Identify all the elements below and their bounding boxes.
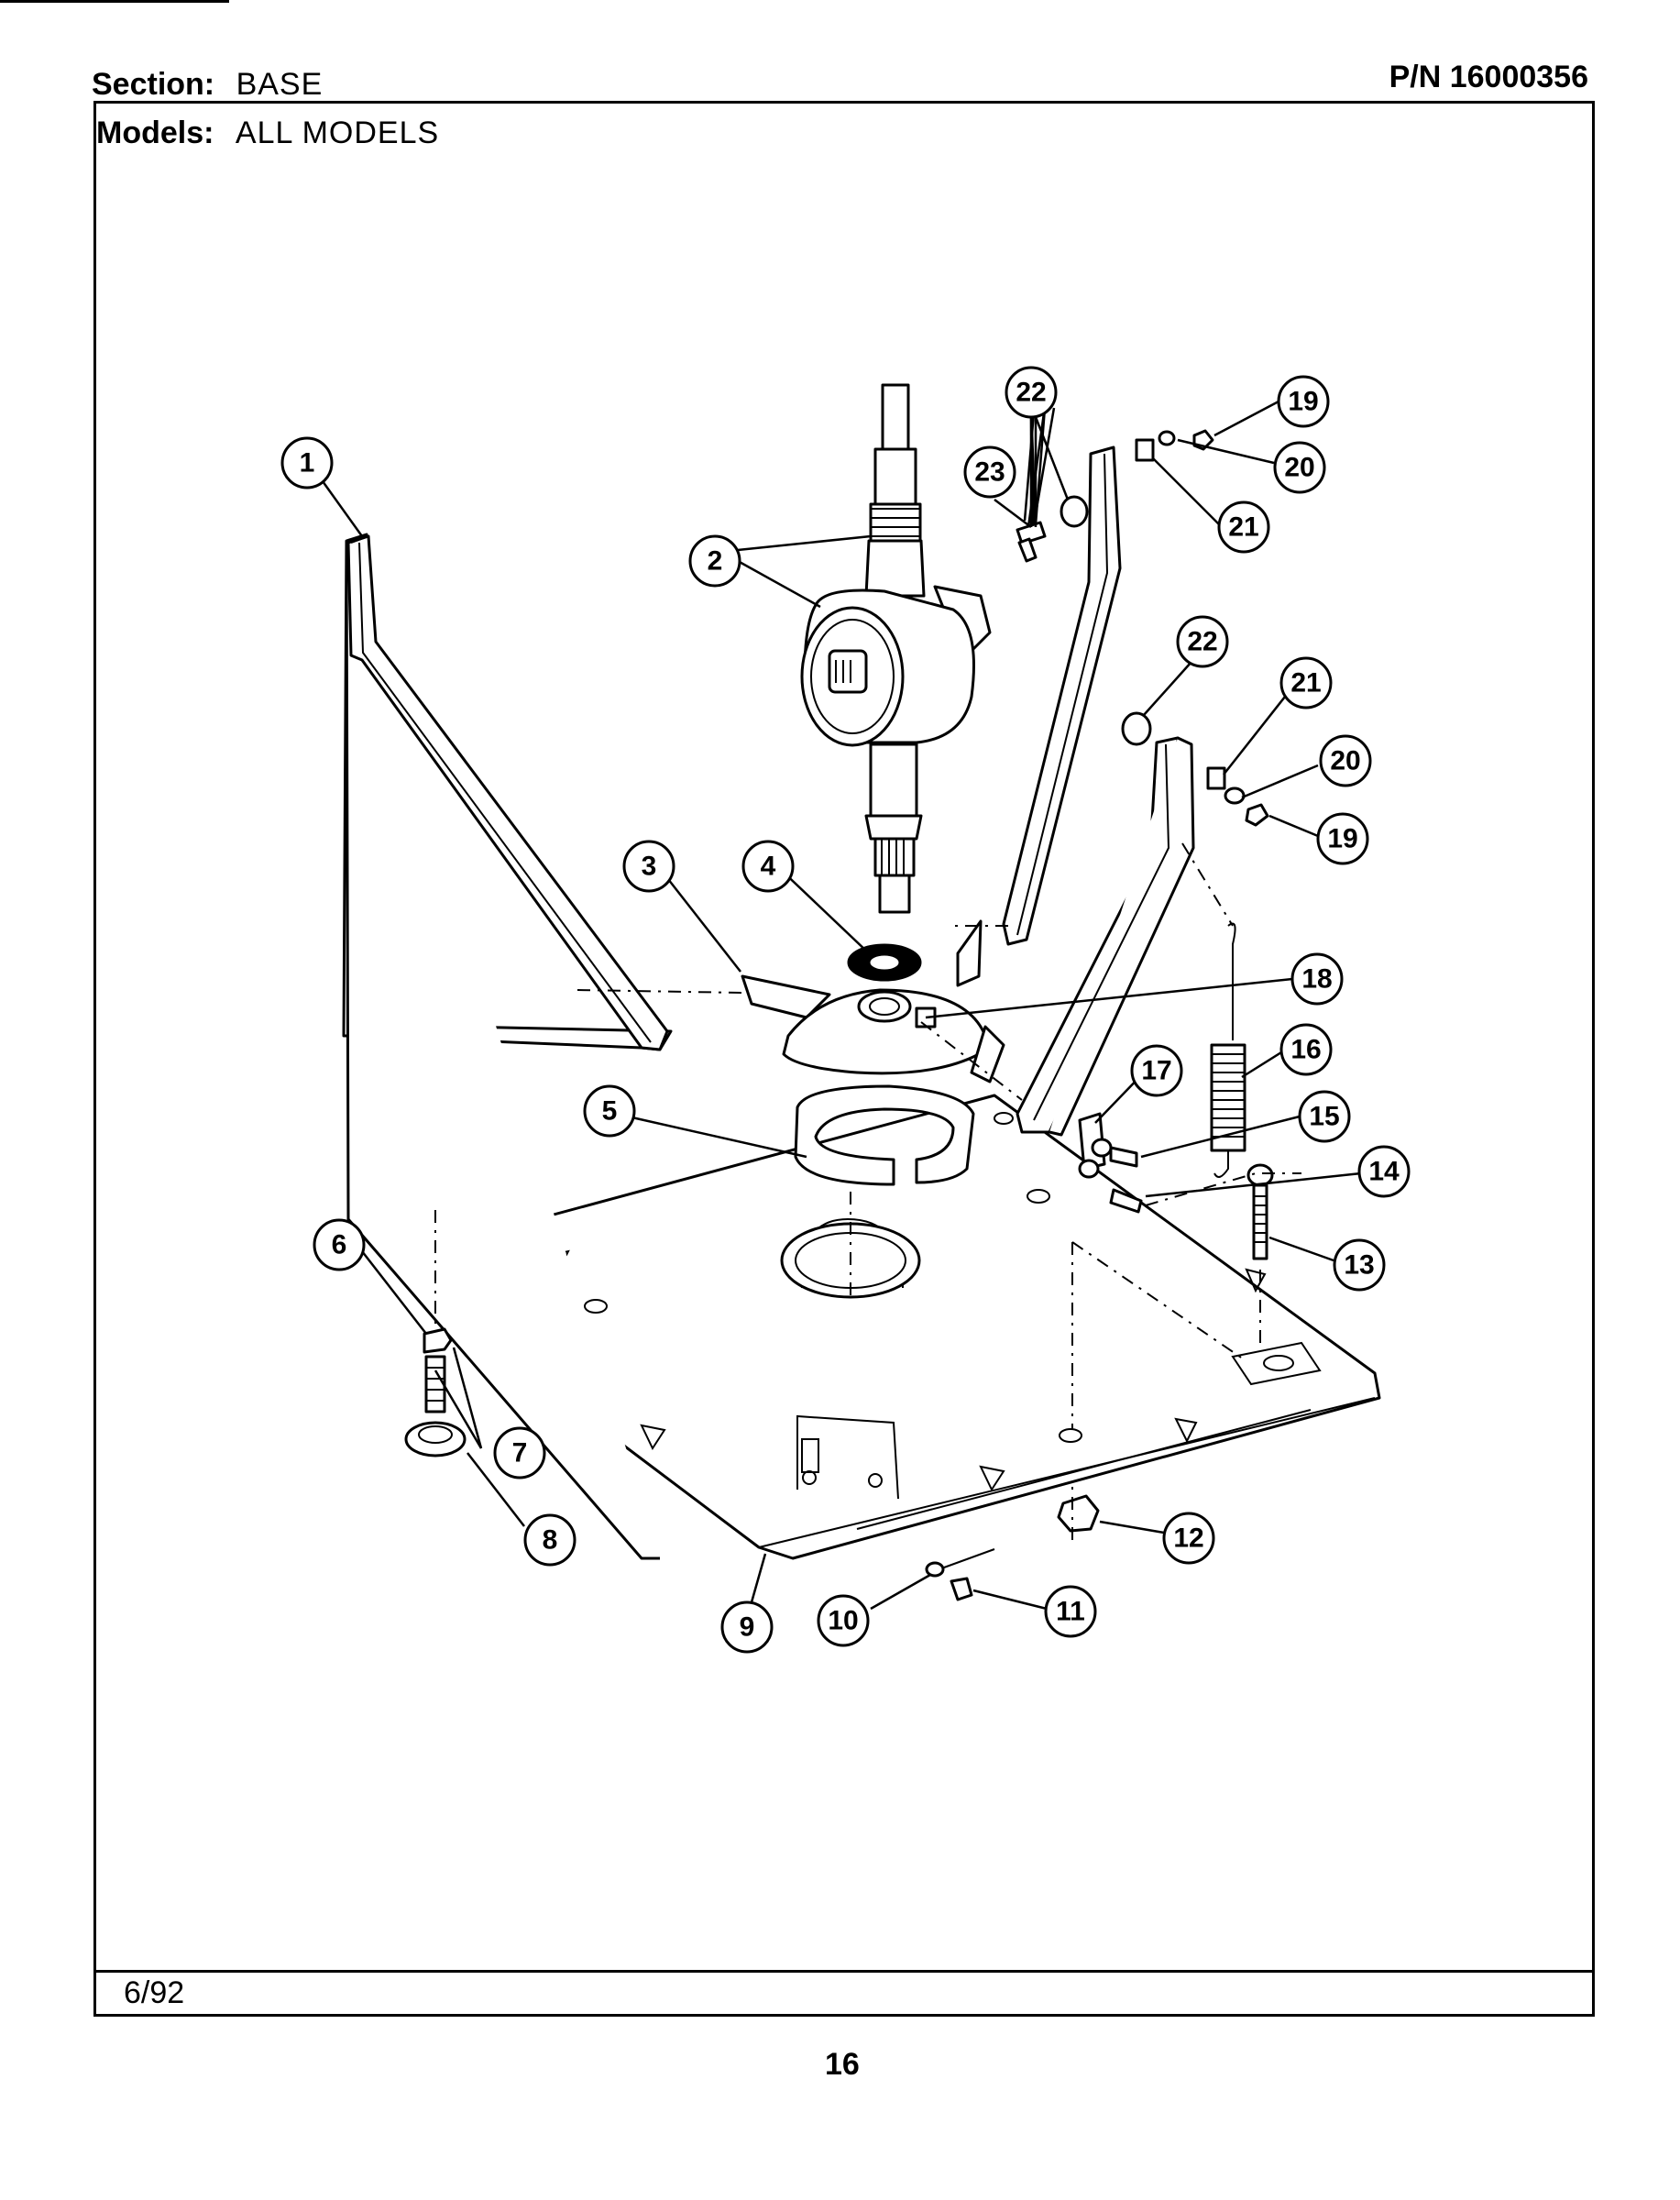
svg-text:23: 23: [974, 457, 1005, 488]
svg-text:16: 16: [1290, 1035, 1321, 1065]
section-value: BASE: [236, 67, 324, 102]
svg-text:3: 3: [642, 852, 657, 882]
callout-8: 8: [523, 1513, 576, 1567]
callout-3: 3: [622, 840, 675, 893]
leader-lines: [321, 400, 1362, 1611]
svg-text:15: 15: [1309, 1102, 1339, 1132]
callout-23: 23: [963, 446, 1016, 499]
diagram-frame: Models: ALL MODELS 6/92: [93, 101, 1595, 2017]
svg-text:2: 2: [708, 546, 723, 577]
models-value: ALL MODELS: [235, 116, 440, 150]
callout-6: 6: [313, 1218, 366, 1271]
seal-hole: [869, 954, 900, 971]
callout-10: 10: [817, 1594, 870, 1647]
split-ring: [794, 1084, 975, 1186]
callout-20-upper: 20: [1273, 441, 1326, 494]
svg-text:5: 5: [602, 1096, 618, 1127]
callout-12: 12: [1162, 1512, 1215, 1565]
svg-text:9: 9: [740, 1612, 755, 1643]
svg-text:20: 20: [1284, 453, 1314, 483]
callout-21-upper: 21: [1217, 500, 1270, 554]
top-rule: [0, 0, 229, 3]
callout-4: 4: [741, 840, 795, 893]
section-label: Section:: [92, 67, 215, 102]
eye-bolt: [1246, 1163, 1274, 1260]
tension-spring: [1210, 922, 1246, 1178]
section-header: Section: BASE: [92, 66, 323, 103]
callout-15: 15: [1298, 1090, 1351, 1143]
models-label: Models:: [96, 116, 214, 150]
svg-text:7: 7: [512, 1438, 528, 1468]
footer-row: 6/92: [96, 1970, 1592, 2014]
callout-18: 18: [1290, 952, 1344, 1006]
callout-13: 13: [1333, 1238, 1386, 1292]
callout-5: 5: [583, 1084, 636, 1138]
callout-19-lower: 19: [1316, 812, 1369, 865]
svg-text:13: 13: [1344, 1250, 1374, 1281]
tub-support-hub: [741, 919, 1005, 1084]
revision-date: 6/92: [124, 1975, 185, 2010]
svg-text:22: 22: [1016, 378, 1046, 408]
svg-text:8: 8: [543, 1525, 558, 1556]
callout-11: 11: [1044, 1585, 1097, 1638]
callout-9: 9: [720, 1600, 774, 1654]
page-number: 16: [825, 2047, 860, 2082]
svg-text:6: 6: [332, 1230, 347, 1260]
svg-text:17: 17: [1141, 1056, 1171, 1086]
callout-2: 2: [688, 534, 741, 588]
hardware-bolts: [404, 429, 1269, 1601]
models-row: Models: ALL MODELS: [96, 104, 1592, 159]
callout-21-lower: 21: [1279, 656, 1333, 710]
svg-text:11: 11: [1056, 1597, 1085, 1627]
models-header: Models: ALL MODELS: [96, 115, 439, 151]
transmission: [800, 383, 992, 914]
callout-20-lower: 20: [1319, 734, 1372, 787]
callout-7: 7: [493, 1426, 546, 1480]
svg-text:4: 4: [761, 852, 776, 882]
callout-22-upper: 22: [1005, 366, 1058, 419]
svg-text:12: 12: [1173, 1524, 1203, 1554]
svg-text:19: 19: [1327, 824, 1357, 854]
callout-16: 16: [1279, 1023, 1333, 1076]
leg-strut: [346, 534, 669, 1051]
center-lines: [434, 842, 1301, 1540]
svg-text:10: 10: [828, 1606, 858, 1636]
callout-17: 17: [1130, 1044, 1183, 1097]
callout-1: 1: [280, 436, 334, 490]
callout-22-lower: 22: [1176, 615, 1229, 668]
support-bar-rear: [1002, 446, 1122, 946]
part-number: P/N 16000356: [1389, 60, 1588, 94]
svg-text:22: 22: [1187, 627, 1217, 657]
callout-14: 14: [1357, 1145, 1411, 1198]
svg-text:14: 14: [1368, 1157, 1400, 1187]
svg-text:1: 1: [300, 448, 315, 478]
svg-text:18: 18: [1301, 964, 1332, 995]
support-bar-front: [1016, 736, 1195, 1137]
callout-19-upper: 19: [1277, 375, 1330, 428]
svg-text:21: 21: [1290, 668, 1321, 698]
svg-text:21: 21: [1228, 512, 1258, 543]
svg-text:19: 19: [1288, 387, 1318, 417]
svg-text:20: 20: [1330, 746, 1360, 776]
